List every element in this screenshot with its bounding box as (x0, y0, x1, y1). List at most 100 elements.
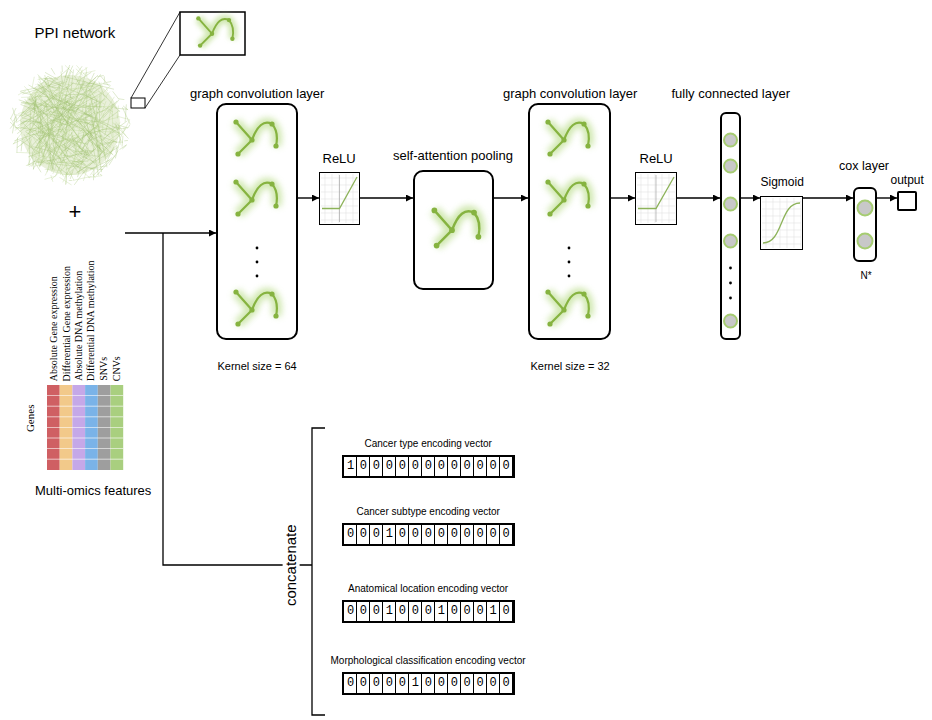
relu-plot (641, 174, 642, 223)
ppi-network-illustration (39, 81, 85, 166)
node-label: graph convolution layer (190, 87, 324, 102)
ppi-network-illustration (110, 130, 113, 137)
arrow-connector (677, 197, 720, 198)
graph-motif (230, 37, 234, 41)
ppi-network-illustration (81, 81, 84, 87)
graph-motif (545, 179, 590, 216)
relu-plot (339, 174, 340, 223)
ppi-network-illustration (10, 111, 24, 129)
ppi-network-illustration (73, 176, 92, 180)
arrow-connector (741, 197, 760, 198)
ppi-network-illustration (87, 156, 94, 161)
pooling-box: self-attention pooling (413, 170, 494, 290)
node-label: Kernel size = 32 (531, 360, 610, 373)
ppi-network-illustration (87, 74, 101, 93)
ppi-network-illustration (86, 147, 88, 156)
ppi-network-illustration (25, 132, 42, 144)
graph-motif (545, 119, 590, 156)
node-label: self-attention pooling (393, 149, 513, 164)
graph-motif (471, 210, 477, 216)
sigmoid-box: Sigmoid (760, 196, 803, 250)
ppi-network-illustration (38, 75, 50, 87)
ppi-network-illustration (83, 106, 102, 108)
ppi-network-illustration (51, 164, 68, 180)
neuron (724, 160, 737, 173)
omics-matrix: Absolute Gene expressionDifferential Gen… (25, 228, 125, 503)
ppi-network-illustration (63, 76, 114, 89)
ppi-network-illustration (98, 136, 111, 148)
graph-motif (547, 151, 552, 156)
ppi-network-illustration (65, 65, 73, 73)
ellipsis-dot (568, 275, 571, 278)
graph-motif (449, 227, 455, 233)
ppi-network-illustration (119, 98, 125, 100)
ppi-network-illustration (106, 81, 111, 82)
graph-motif (561, 307, 566, 312)
arrow-connector (298, 197, 319, 198)
neuron (724, 235, 737, 248)
ppi-network-illustration (35, 83, 36, 85)
relu-plot (635, 172, 677, 225)
ppi-network-illustration (14, 114, 23, 116)
zoom-line (131, 12, 180, 98)
ppi-network-illustration (59, 82, 60, 100)
ppi-network-illustration (38, 84, 114, 155)
ppi-network-illustration (62, 66, 63, 73)
ppi-network-illustration (118, 122, 120, 124)
ppi-network-illustration (33, 160, 37, 170)
graph-motif (432, 208, 482, 249)
ppi-network-illustration (52, 101, 55, 113)
graph-motif (196, 16, 200, 20)
ppi-network-illustration (74, 168, 87, 185)
neuron (724, 315, 737, 328)
ppi-network-illustration (41, 119, 73, 124)
ppi-network-illustration (56, 141, 71, 148)
encoding-digits: 0000010000000 (344, 674, 516, 693)
node-label: Cancer type encoding vector (365, 438, 492, 450)
ppi-network-illustration (69, 180, 73, 181)
ppi-network-illustration (119, 145, 126, 150)
node-label: cox layer (839, 159, 889, 173)
ppi-network-illustration (122, 136, 124, 147)
sigmoid-plot (762, 230, 801, 231)
graph-motif (434, 243, 440, 249)
ppi-network-illustration (118, 121, 127, 128)
ppi-network-illustration (10, 65, 130, 185)
graph-motif (210, 31, 214, 35)
graph-motif (432, 208, 438, 214)
relu-plot (325, 174, 326, 223)
ppi-network-illustration (59, 162, 79, 164)
ppi-network: PPI network (10, 65, 130, 185)
ppi-network-illustration (32, 77, 34, 89)
ellipsis-dot (256, 247, 259, 250)
ppi-network-illustration (92, 174, 95, 178)
ppi-network-illustration (45, 100, 51, 115)
graph-motif (236, 122, 277, 154)
rotated-label: Absolute Gene expression (48, 276, 60, 381)
arrow-connector (803, 197, 853, 198)
ellipsis-dot (568, 261, 571, 264)
arrow-connector (360, 197, 413, 198)
ppi-network-illustration (41, 124, 78, 173)
relu-box: ReLU (635, 172, 677, 225)
ppi-network-illustration (91, 118, 101, 152)
ppi-network-illustration (123, 127, 128, 129)
ppi-network-illustration (100, 141, 116, 143)
rotated-label: CNVs (111, 356, 123, 381)
arrow-connector (494, 197, 528, 198)
ppi-network-illustration (82, 119, 110, 137)
ppi-network-illustration (38, 155, 53, 158)
ppi-network-illustration (95, 119, 101, 131)
ellipsis-dot (729, 267, 732, 270)
graph-motif (236, 292, 277, 324)
ppi-network-illustration (78, 151, 92, 165)
ppi-network-illustration (31, 88, 40, 102)
ppi-network-illustration (57, 98, 75, 115)
ppi-network-illustration (97, 155, 116, 175)
ppi-network-illustration (60, 72, 81, 175)
graph-motif (249, 307, 254, 312)
graph-motif (198, 43, 202, 47)
graph-motif (233, 289, 238, 294)
relu-plot (638, 177, 674, 209)
ppi-network-illustration (128, 125, 130, 128)
